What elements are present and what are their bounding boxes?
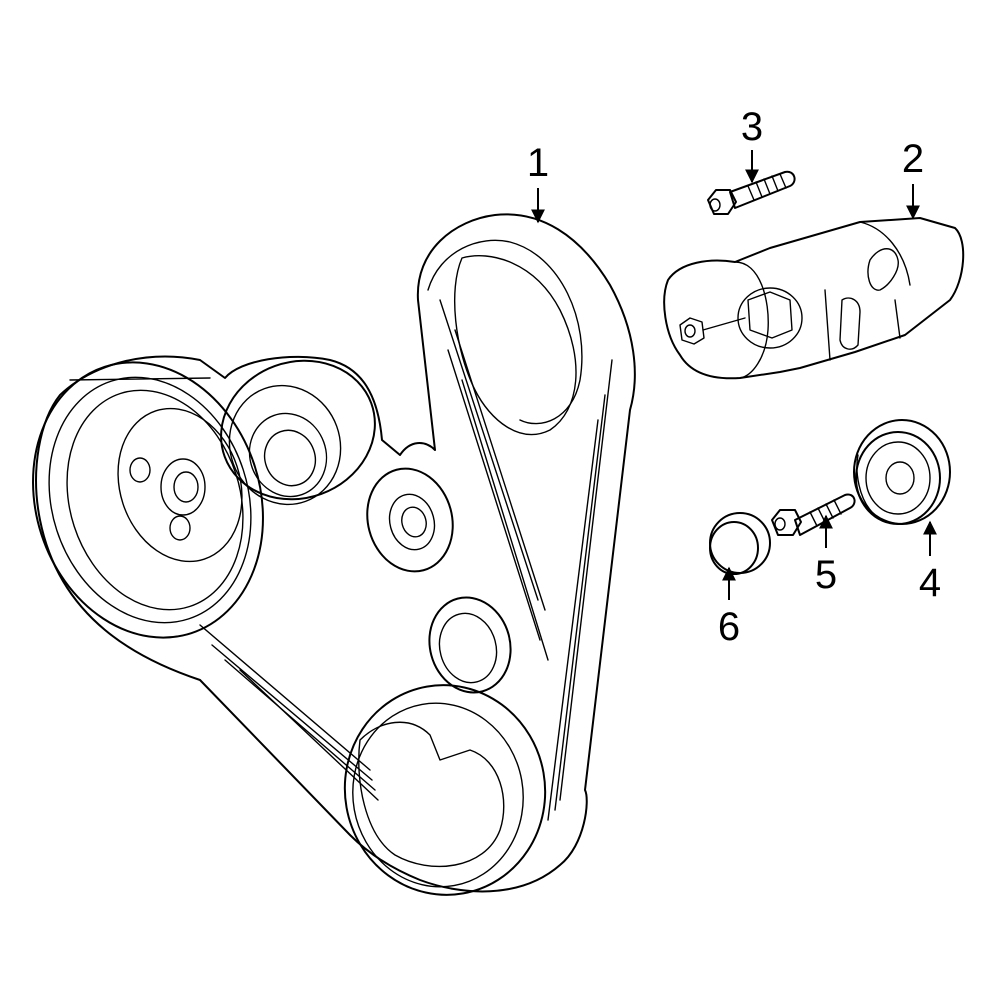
- dust-cap-part[interactable]: [709, 512, 771, 575]
- pulley-bolt-part[interactable]: [771, 493, 856, 536]
- callout-5[interactable]: 5: [815, 553, 837, 597]
- callout-3[interactable]: 3: [741, 105, 763, 149]
- idler-pulley-part[interactable]: [853, 419, 951, 525]
- callout-1[interactable]: 1: [527, 141, 549, 185]
- leader-lines: [531, 150, 937, 600]
- callout-labels: 1 2 3 4 5 6: [527, 105, 941, 649]
- tensioner-part[interactable]: [663, 217, 965, 380]
- belt-part[interactable]: [0, 213, 636, 910]
- callout-4[interactable]: 4: [919, 561, 941, 605]
- callout-6[interactable]: 6: [718, 605, 740, 649]
- callout-2[interactable]: 2: [902, 137, 924, 181]
- tensioner-bolt-part[interactable]: [707, 170, 796, 215]
